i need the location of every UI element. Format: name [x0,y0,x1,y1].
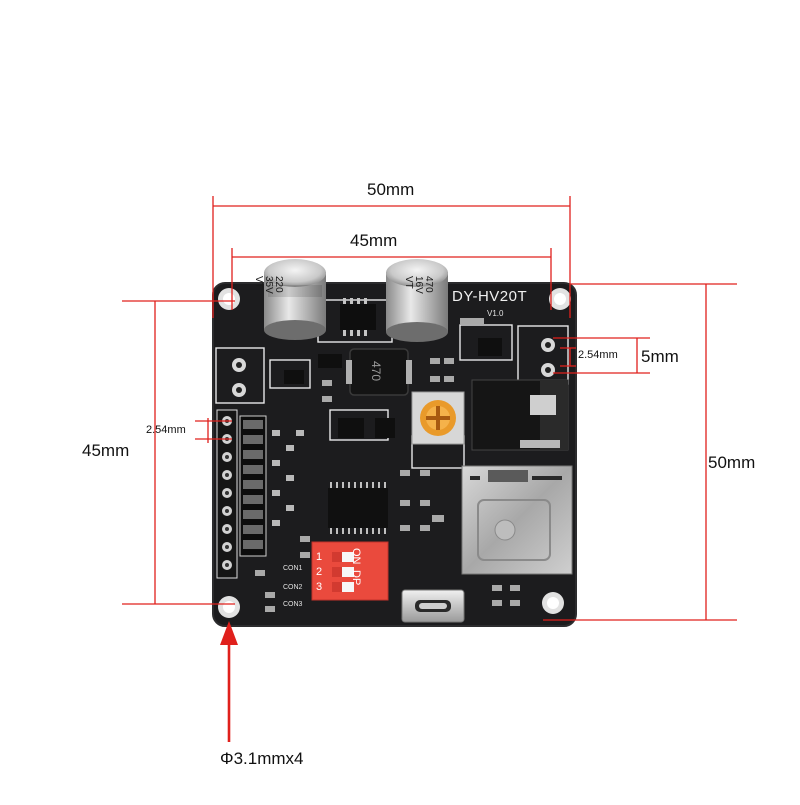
main-chip [328,482,388,534]
dip-pos-3: 3 [316,581,323,593]
capacitor-right [386,259,448,342]
cap-right-label: 470 16V VT [403,276,434,294]
cap-right-value: 470 [423,276,434,293]
cap-right-series: VT [403,276,414,289]
con3-label: CON3 [283,601,303,608]
usb-connector [401,589,465,623]
resistor-array [239,415,304,557]
dim-pin-pitch-left: 2.54mm [146,424,186,436]
sd-card-slot [461,465,573,575]
mounting-hole-arrow [220,621,238,742]
mounting-holes [218,288,571,618]
con1-label: CON1 [283,565,303,572]
capacitor-left [264,259,326,340]
cap-left-series: VT [253,276,264,289]
dip-on-label: ON [350,548,362,565]
cap-left-voltage: 35V [263,276,274,294]
dip-dp-label: DP [350,570,362,586]
cap-right-voltage: 16V [413,276,424,294]
inductor-label: 470 [369,360,384,382]
dim-pin-pitch-right: 2.54mm [578,349,618,361]
right-terminal [541,338,555,377]
dip-pos-2: 2 [316,566,323,578]
small-components [284,338,502,438]
cap-left-label: 220 35V VT [253,276,284,294]
chip-top [340,298,376,336]
dim-hole-spacing-width: 45mm [350,231,398,250]
dim-overall-width: 50mm [367,180,415,199]
dip-pos-1: 1 [316,551,323,563]
inductor [346,348,412,396]
cap-left-value: 220 [273,276,284,293]
dim-mounting-hole: Φ3.1mmx4 [220,749,304,768]
dip-switch [311,541,389,601]
board-version-label: V1.0 [487,309,504,318]
dim-overall-height: 50mm [708,453,756,472]
dim-hole-spacing-height: 45mm [82,441,130,460]
board-model-label: DY-HV20T [452,288,528,305]
pin-header [216,409,238,579]
left-terminal [232,358,246,397]
audio-jack [471,379,569,451]
dim-terminal-spacing: 5mm [641,347,679,366]
potentiometer [411,391,465,445]
dimension-lines [122,196,737,621]
con2-label: CON2 [283,584,303,591]
